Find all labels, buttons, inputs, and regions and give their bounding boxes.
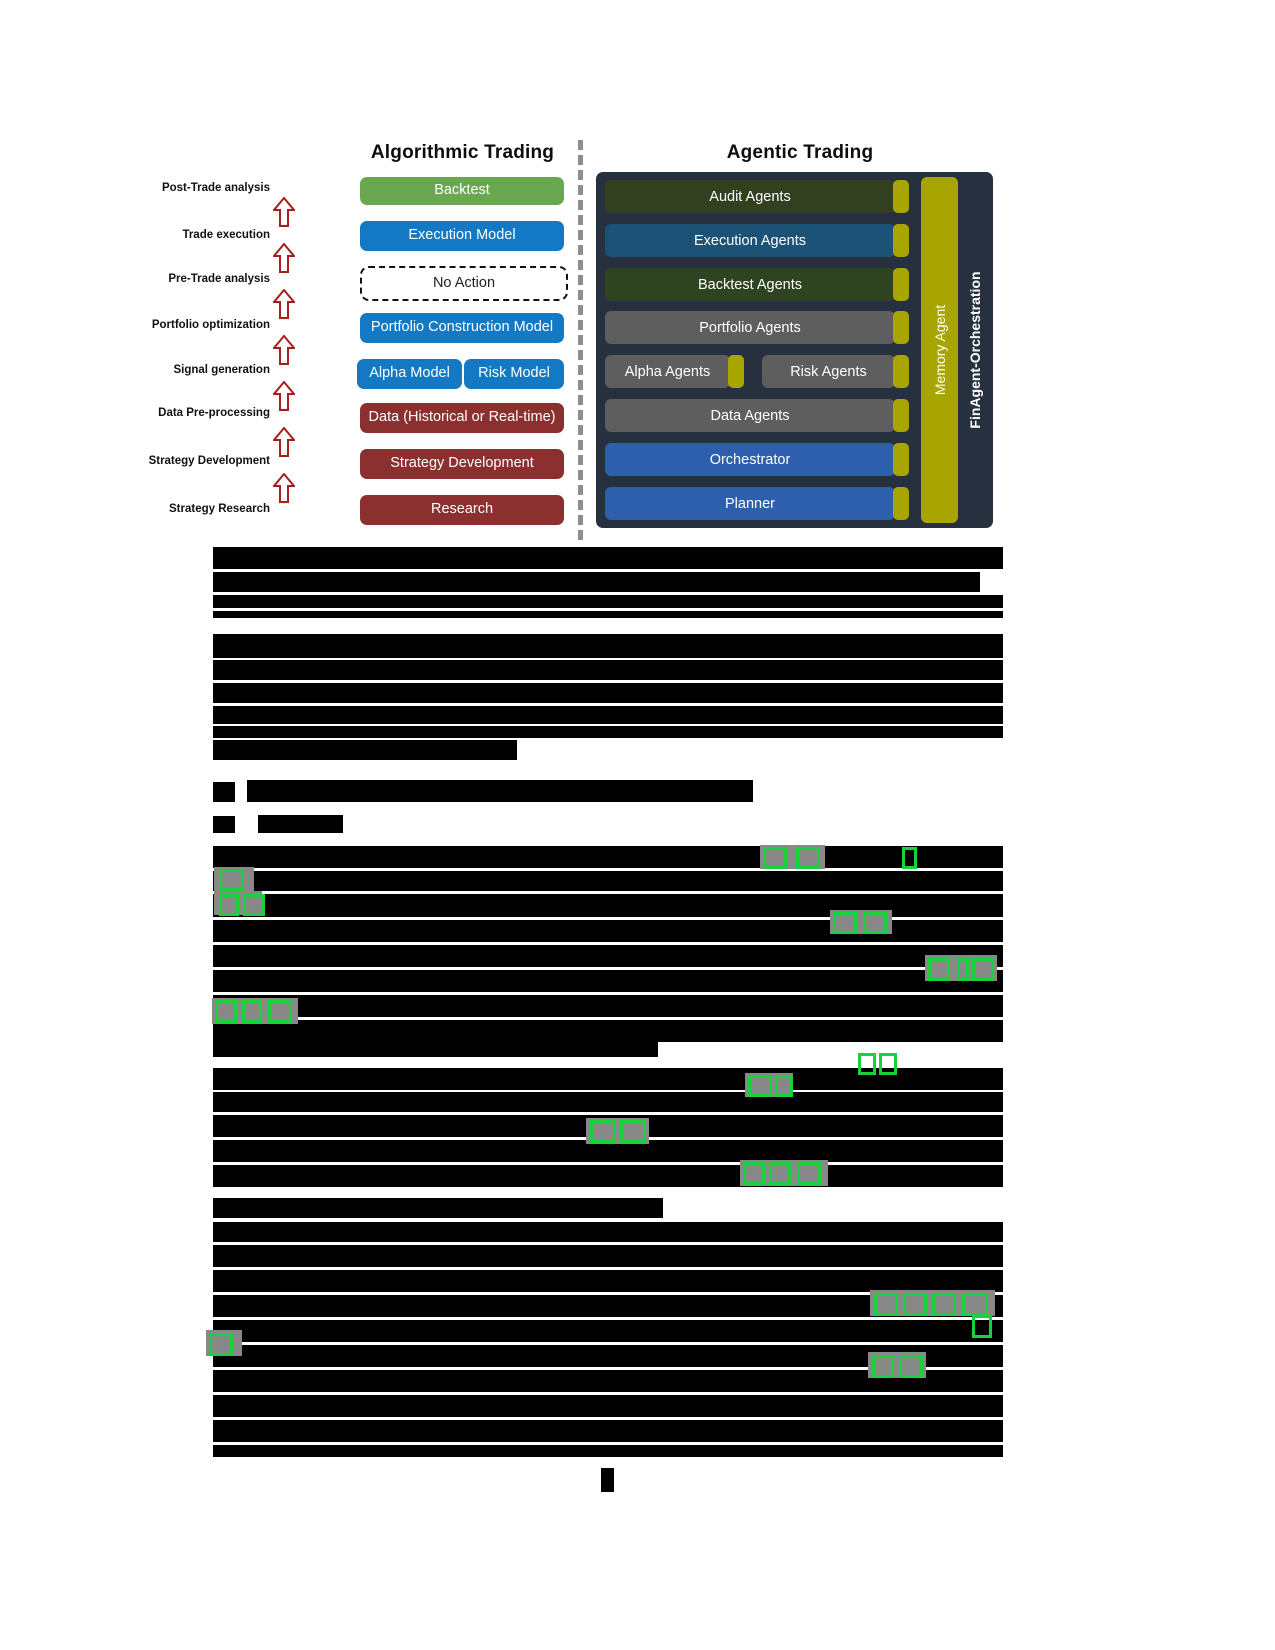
- citation-highlight[interactable]: [769, 1162, 791, 1185]
- up-arrow-icon: [271, 334, 297, 365]
- agent-row-alpha-agents[interactable]: Alpha Agents: [605, 355, 730, 388]
- algo-box-risk-model[interactable]: Risk Model: [464, 359, 564, 389]
- agent-row-execution-agents[interactable]: Execution Agents: [605, 224, 895, 257]
- finagent-orchestration-label-wrap: FinAgent-Orchestration: [960, 177, 990, 523]
- citation-highlight[interactable]: [858, 1053, 876, 1075]
- memory-connector-stub: [893, 355, 909, 388]
- memory-connector-stub: [893, 487, 909, 520]
- up-arrow-icon: [271, 242, 297, 273]
- stage-label-strategy-development: Strategy Development: [148, 455, 270, 467]
- citation-highlight[interactable]: [243, 894, 265, 916]
- agent-row-risk-agents[interactable]: Risk Agents: [762, 355, 895, 388]
- memory-connector-stub: [893, 443, 909, 476]
- stage-label-post-trade-analysis: Post-Trade analysis: [161, 182, 270, 194]
- citation-highlight[interactable]: [775, 1075, 793, 1097]
- vertical-dashed-divider: [578, 140, 583, 540]
- algo-box-backtest[interactable]: Backtest: [360, 177, 564, 205]
- citation-highlight[interactable]: [797, 1162, 821, 1185]
- up-arrow-icon: [271, 288, 297, 319]
- stage-label-pre-trade-analysis: Pre-Trade analysis: [168, 273, 270, 285]
- up-arrow-icon: [271, 196, 297, 227]
- citation-highlight[interactable]: [219, 869, 244, 891]
- algo-box-no-action[interactable]: No Action: [360, 266, 568, 301]
- citation-highlight[interactable]: [748, 1075, 772, 1097]
- stage-label-signal-generation: Signal generation: [173, 364, 271, 376]
- citation-highlight[interactable]: [242, 1000, 262, 1023]
- citation-highlight[interactable]: [590, 1120, 616, 1143]
- citation-highlight[interactable]: [902, 847, 917, 869]
- up-arrow-icon: [271, 472, 297, 503]
- citation-highlight[interactable]: [215, 1000, 237, 1023]
- citation-highlight[interactable]: [972, 958, 994, 981]
- citation-highlight[interactable]: [219, 894, 239, 916]
- citation-highlight[interactable]: [796, 847, 820, 869]
- stage-label-strategy-research: Strategy Research: [169, 503, 270, 515]
- agentic-trading-title: Agentic Trading: [726, 142, 874, 163]
- algorithmic-trading-title: Algorithmic Trading: [370, 142, 555, 163]
- agent-row-portfolio-agents[interactable]: Portfolio Agents: [605, 311, 895, 344]
- algo-box-portfolio-construction-model[interactable]: Portfolio Construction Model: [360, 313, 564, 343]
- citation-highlight[interactable]: [957, 958, 969, 981]
- algo-box-execution-model[interactable]: Execution Model: [360, 221, 564, 251]
- agent-row-orchestrator[interactable]: Orchestrator: [605, 443, 895, 476]
- agent-row-backtest-agents[interactable]: Backtest Agents: [605, 268, 895, 301]
- agent-row-planner[interactable]: Planner: [605, 487, 895, 520]
- finagent-orchestration-label: FinAgent-Orchestration: [967, 271, 983, 429]
- algo-box-strategy-development[interactable]: Strategy Development: [360, 449, 564, 479]
- up-arrow-icon: [271, 426, 297, 457]
- algo-box-research[interactable]: Research: [360, 495, 564, 525]
- memory-connector-stub: [893, 399, 909, 432]
- memory-connector-stub: [893, 180, 909, 213]
- figure-container: Algorithmic Trading Agentic Trading Post…: [0, 0, 1275, 540]
- citation-highlight[interactable]: [962, 1293, 988, 1316]
- citation-highlight[interactable]: [874, 1293, 898, 1316]
- up-arrow-icon: [271, 380, 297, 411]
- citation-highlight[interactable]: [903, 1293, 927, 1316]
- memory-connector-stub: [893, 224, 909, 257]
- memory-connector-stub: [893, 311, 909, 344]
- redacted-document-body: [0, 540, 1275, 1540]
- memory-connector-stub: [728, 355, 744, 388]
- stage-label-data-pre-processing: Data Pre-processing: [158, 407, 270, 419]
- citation-highlight[interactable]: [743, 1162, 765, 1185]
- citation-highlight[interactable]: [863, 912, 887, 934]
- citation-highlight[interactable]: [268, 1000, 292, 1023]
- stage-label-portfolio-optimization: Portfolio optimization: [151, 319, 270, 331]
- memory-agent-label: Memory Agent: [931, 304, 948, 396]
- citation-highlight[interactable]: [899, 1355, 923, 1378]
- agent-row-audit-agents[interactable]: Audit Agents: [605, 180, 895, 213]
- algo-box-alpha-model[interactable]: Alpha Model: [357, 359, 462, 389]
- citation-highlight[interactable]: [928, 958, 950, 981]
- memory-connector-stub: [893, 268, 909, 301]
- citation-highlight[interactable]: [620, 1120, 646, 1143]
- stage-label-trade-execution: Trade execution: [182, 229, 270, 241]
- citation-highlight[interactable]: [209, 1333, 233, 1356]
- algo-box-data[interactable]: Data (Historical or Real-time): [360, 403, 564, 433]
- citation-highlight[interactable]: [879, 1053, 897, 1075]
- agent-row-data-agents[interactable]: Data Agents: [605, 399, 895, 432]
- citation-highlight[interactable]: [833, 912, 857, 934]
- page-number: [601, 1468, 614, 1492]
- citation-highlight[interactable]: [972, 1315, 992, 1338]
- citation-highlight[interactable]: [872, 1355, 894, 1378]
- memory-agent-bar[interactable]: Memory Agent: [921, 177, 958, 523]
- citation-highlight[interactable]: [763, 847, 787, 869]
- citation-highlight[interactable]: [932, 1293, 956, 1316]
